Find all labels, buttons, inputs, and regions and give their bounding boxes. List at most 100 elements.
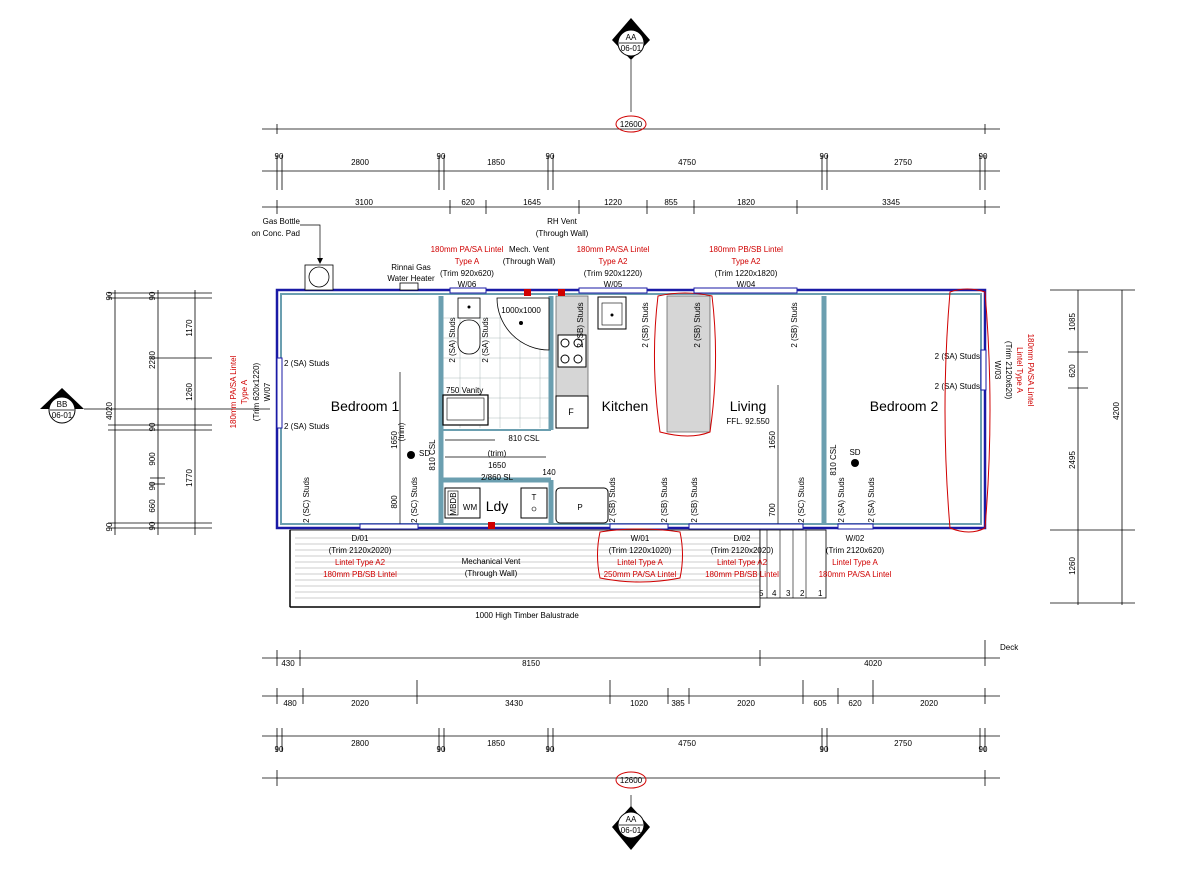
right-dimensions: 1085 620 2495 1260 4200 bbox=[1050, 289, 1135, 605]
section-sheet: 06-01 bbox=[52, 411, 73, 420]
section-sheet: 06-01 bbox=[621, 826, 642, 835]
bathroom: 1000x1000 750 Vanity 2 (SA) Studs 2 (SA)… bbox=[442, 297, 550, 443]
lintel-type: Type A bbox=[455, 257, 480, 266]
lintel-label: 180mm PB/SB Lintel bbox=[705, 570, 779, 579]
sa-studs-label: 2 (SA) Studs bbox=[448, 317, 457, 362]
sa-studs-label: 2 (SA) Studs bbox=[935, 352, 980, 361]
dim-bottom: 8150 bbox=[522, 659, 540, 668]
trim-label: (Trim 1220x1820) bbox=[715, 269, 778, 278]
dim-bottom-opening: 480 bbox=[283, 699, 297, 708]
gas-bottle-label: on Conc. Pad bbox=[252, 229, 300, 238]
room-label-kitchen: Kitchen bbox=[602, 398, 649, 414]
trim-label: (Trim 920x620) bbox=[440, 269, 494, 278]
sa-studs-label: 2 (SA) Studs bbox=[837, 477, 846, 522]
dim-bottom-row: 90 bbox=[820, 745, 829, 754]
mech-vent-label: (Through Wall) bbox=[465, 569, 518, 578]
bedroom-1: Bedroom 1 2 (SA) Studs 2 (SA) Studs SD 1… bbox=[276, 357, 437, 525]
mech-vent-marker bbox=[524, 289, 531, 296]
smoke-detector bbox=[851, 459, 859, 467]
dim-right-total: 4200 bbox=[1112, 402, 1121, 420]
trim-label: (trim) bbox=[488, 449, 507, 458]
dim-label: 1650 bbox=[390, 431, 399, 449]
lintel-type: Type A2 bbox=[732, 257, 761, 266]
side-window-labels: 180mm PA/SA Lintel Type A (Trim 620x1220… bbox=[229, 334, 1035, 429]
lintel-type: Lintel Type A bbox=[1015, 347, 1024, 393]
dim-left-total: 4020 bbox=[105, 402, 114, 420]
sb-studs-label: 2 (SB) Studs bbox=[690, 477, 699, 522]
section-marker-bb[interactable]: BB 06-01 bbox=[40, 388, 270, 424]
pantry bbox=[555, 487, 609, 524]
lintel-label: 180mm PA/SA Lintel bbox=[229, 355, 238, 428]
sc-studs-label: 2 (SC) Studs bbox=[410, 477, 419, 523]
dim-bottom-row: 2800 bbox=[351, 739, 369, 748]
overall-dim: 12600 bbox=[620, 120, 643, 129]
dim-left: 1770 bbox=[185, 469, 194, 487]
mbdb-label: MBDB bbox=[449, 492, 458, 515]
living: Living FFL. 92.550 2 (SB) Studs 2 (SB) S… bbox=[653, 292, 838, 525]
dim-bottom-row: 4750 bbox=[678, 739, 696, 748]
dim-bottom-opening: 620 bbox=[848, 699, 862, 708]
dim-left: 90 bbox=[105, 522, 114, 531]
door-d01 bbox=[359, 523, 419, 530]
dim-opening: 620 bbox=[461, 198, 475, 207]
step-number: 1 bbox=[818, 589, 823, 598]
laundry-tub bbox=[520, 487, 548, 519]
tub-label: T bbox=[532, 493, 537, 502]
window-tag: W/04 bbox=[737, 280, 756, 289]
dim-bottom-opening: 3430 bbox=[505, 699, 523, 708]
room-label-bedroom-2: Bedroom 2 bbox=[870, 398, 939, 414]
gas-bottle-label: Gas Bottle bbox=[263, 217, 301, 226]
step-number: 5 bbox=[759, 589, 764, 598]
window-w02 bbox=[837, 523, 874, 530]
lintel-type: Lintel Type A2 bbox=[717, 558, 768, 567]
section-sheet: 06-01 bbox=[621, 44, 642, 53]
dim-bottom-opening: 2020 bbox=[737, 699, 755, 708]
dim-bottom-opening: 1020 bbox=[630, 699, 648, 708]
dim-bottom: 430 bbox=[281, 659, 295, 668]
window-tag: W/06 bbox=[458, 280, 477, 289]
sa-studs-label: 2 (SA) Studs bbox=[935, 382, 980, 391]
window-tag: W/01 bbox=[631, 534, 650, 543]
window-w03 bbox=[980, 349, 987, 391]
dim-bottom-row: 90 bbox=[437, 745, 446, 754]
section-marker-aa-top[interactable]: AA 06-01 bbox=[612, 18, 650, 112]
dim-bottom-row: 90 bbox=[979, 745, 988, 754]
dim-top: 4750 bbox=[678, 158, 696, 167]
section-letter: AA bbox=[626, 33, 637, 42]
balustrade-label: 1000 High Timber Balustrade bbox=[475, 611, 579, 620]
section-letter: BB bbox=[57, 400, 68, 409]
shower-size: 1000x1000 bbox=[501, 306, 541, 315]
dim-label: 1650 bbox=[768, 431, 777, 449]
dim-bottom-opening: 385 bbox=[671, 699, 685, 708]
dim-left: 1170 bbox=[185, 319, 194, 337]
water-heater-label: Water Heater bbox=[387, 274, 435, 283]
section-marker-aa-bottom[interactable]: AA 06-01 bbox=[612, 795, 650, 850]
csl-label: 810 CSL bbox=[428, 439, 437, 471]
water-heater bbox=[399, 282, 419, 291]
laundry: (trim) 1650 2/860 SL 140 MBDB WM Ldy T bbox=[444, 449, 556, 519]
dim-top: 1850 bbox=[487, 158, 505, 167]
deck-label: Deck bbox=[1000, 643, 1019, 652]
water-heater-label: Rinnai Gas bbox=[391, 263, 431, 272]
dim-opening: 1645 bbox=[523, 198, 541, 207]
lintel-label: 180mm PA/SA Lintel bbox=[1026, 334, 1035, 407]
toilet-pan bbox=[457, 319, 481, 355]
trim-label: (trim) bbox=[397, 422, 406, 441]
csl-label: 810 CSL bbox=[829, 444, 838, 476]
sa-studs-label: 2 (SA) Studs bbox=[284, 422, 329, 431]
ffl-label: FFL. 92.550 bbox=[726, 417, 770, 426]
mech-vent-label: Mech. Vent bbox=[509, 245, 550, 254]
window-w04 bbox=[693, 287, 798, 294]
dim-top: 90 bbox=[979, 152, 988, 161]
lintel-type: Lintel Type A bbox=[832, 558, 878, 567]
door-tag: D/01 bbox=[352, 534, 369, 543]
dim-opening: 1820 bbox=[737, 198, 755, 207]
sc-studs-label: 2 (SC) Studs bbox=[797, 477, 806, 523]
lintel-label: 180mm PB/SB Lintel bbox=[323, 570, 397, 579]
dim-left: 660 bbox=[148, 499, 157, 513]
step-number: 3 bbox=[786, 589, 791, 598]
fridge bbox=[555, 395, 589, 429]
dim-top: 90 bbox=[546, 152, 555, 161]
lintel-label: 180mm PA/SA Lintel bbox=[431, 245, 504, 254]
window-tag: W/02 bbox=[846, 534, 865, 543]
